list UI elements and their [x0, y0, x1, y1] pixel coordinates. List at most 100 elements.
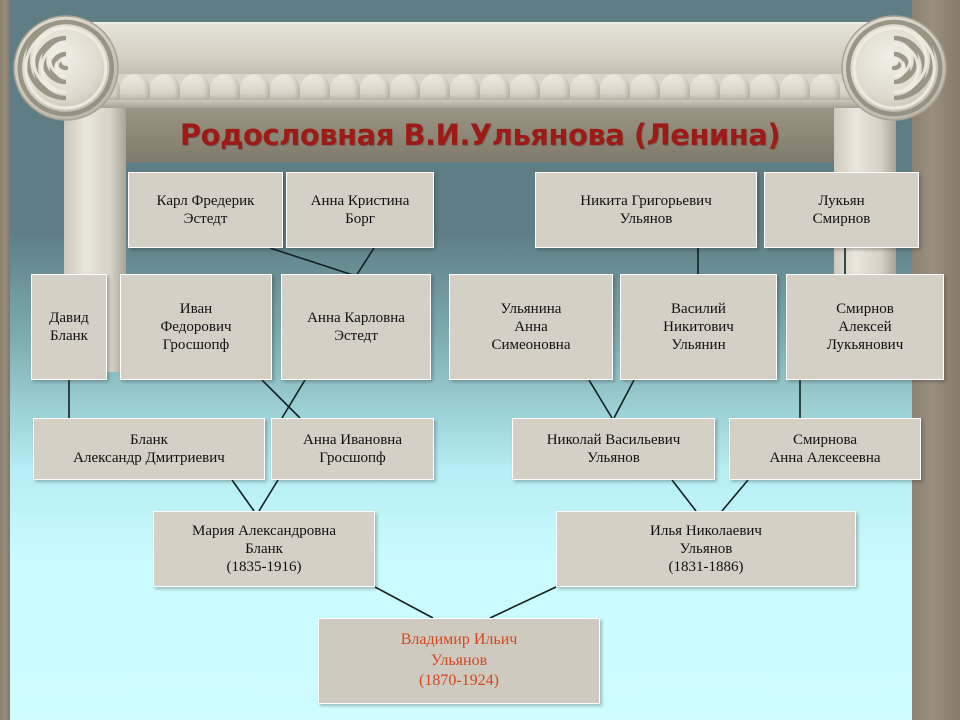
- egg-ornament: [210, 74, 240, 100]
- egg-ornament: [660, 74, 690, 100]
- tree-node-line: Анна Алексеевна: [769, 450, 881, 466]
- egg-ornament: [540, 74, 570, 100]
- tree-node-line: Анна Кристина: [310, 192, 410, 209]
- egg-ornament: [270, 74, 300, 100]
- egg-ornament: [600, 74, 630, 100]
- egg-ornament: [120, 74, 150, 100]
- tree-node-line: Владимир Ильич: [400, 630, 518, 648]
- connector-anna-ivanovna-grosschopf-to-maria-alexandrovna-blank: [258, 479, 279, 512]
- tree-node-line: Бланк: [130, 431, 168, 448]
- tree-node-line: Ульянин: [671, 337, 726, 354]
- volute-spiral-left-icon: [13, 15, 119, 121]
- tree-node-line: Ульянов: [430, 651, 488, 669]
- tree-node-line: (1835-1916): [226, 559, 302, 576]
- tree-node-line: Федорович: [160, 318, 232, 335]
- connector-maria-alexandrovna-blank-to-vladimir-ilyich-ulyanov: [374, 586, 434, 619]
- volute-spiral-right-icon: [841, 15, 947, 121]
- tree-node-line: (1870-1924): [419, 672, 499, 690]
- connector-smirnova-anna-alexeevna-to-ilya-nikolaevich-ulyanov: [721, 479, 749, 512]
- egg-ornament: [510, 74, 540, 100]
- tree-node-line: Василий: [671, 300, 726, 317]
- egg-ornament: [690, 74, 720, 100]
- tree-node-line: Лукьянович: [826, 337, 904, 354]
- egg-ornament: [240, 74, 270, 100]
- entablature-band: [126, 100, 834, 162]
- tree-node-line: Иван: [179, 300, 213, 317]
- egg-ornament: [360, 74, 390, 100]
- tree-node-line: Эстедт: [183, 211, 228, 227]
- tree-node-line: Бланк: [50, 328, 88, 344]
- tree-node-line: Симеоновна: [491, 337, 571, 354]
- egg-ornament: [810, 74, 840, 100]
- tree-node-line: Мария Александровна: [192, 522, 336, 539]
- tree-node-line: Ульянов: [587, 450, 640, 466]
- connector-anna-karlovna-estedt-to-anna-ivanovna-grosschopf: [281, 379, 306, 419]
- connector-anna-kristina-borg-to-anna-karlovna-estedt: [355, 247, 375, 277]
- tree-node-line: Александр Дмитриевич: [73, 450, 225, 466]
- tree-node-line: Лукьян: [818, 192, 865, 209]
- egg-ornament: [150, 74, 180, 100]
- egg-ornament: [630, 74, 660, 100]
- tree-node-line: Смирнов: [836, 300, 894, 317]
- egg-ornament: [300, 74, 330, 100]
- slide-left-frame: [0, 0, 10, 720]
- egg-ornament: [450, 74, 480, 100]
- tree-node-line: Карл Фредерик: [156, 192, 255, 209]
- tree-node-line: Ульянина: [500, 300, 562, 317]
- tree-node-line: (1831-1886): [668, 559, 744, 576]
- tree-node-line: Эстедт: [334, 328, 378, 344]
- tree-node-line: Анна: [514, 318, 548, 335]
- tree-node-line: Алексей: [838, 318, 892, 335]
- egg-ornament: [780, 74, 810, 100]
- fillet-band: [52, 100, 908, 108]
- connector-nikolay-vasilievich-ulyanov-to-ilya-nikolaevich-ulyanov: [671, 479, 697, 512]
- egg-ornament: [720, 74, 750, 100]
- egg-ornament: [180, 74, 210, 100]
- tree-node-line: Никита Григорьевич: [580, 192, 712, 209]
- tree-node-line: Бланк: [245, 540, 283, 557]
- tree-node-line: Ульянов: [679, 540, 733, 557]
- abacus-band: [52, 22, 908, 84]
- tree-node-line: Анна Ивановна: [303, 431, 402, 448]
- tree-node-line: Николай Васильевич: [546, 431, 681, 448]
- tree-node-line: Смирнова: [792, 431, 858, 448]
- egg-ornament: [750, 74, 780, 100]
- connector-karl-fredrik-estedt-to-anna-karlovna-estedt: [269, 247, 357, 277]
- tree-node-line: Илья Николаевич: [650, 522, 762, 539]
- tree-node-line: Анна Карловна: [307, 309, 405, 326]
- connector-ulyanina-anna-simeonovna-to-nikolay-vasilievich-ulyanov: [588, 379, 613, 419]
- egg-ornament: [480, 74, 510, 100]
- egg-ornament: [420, 74, 450, 100]
